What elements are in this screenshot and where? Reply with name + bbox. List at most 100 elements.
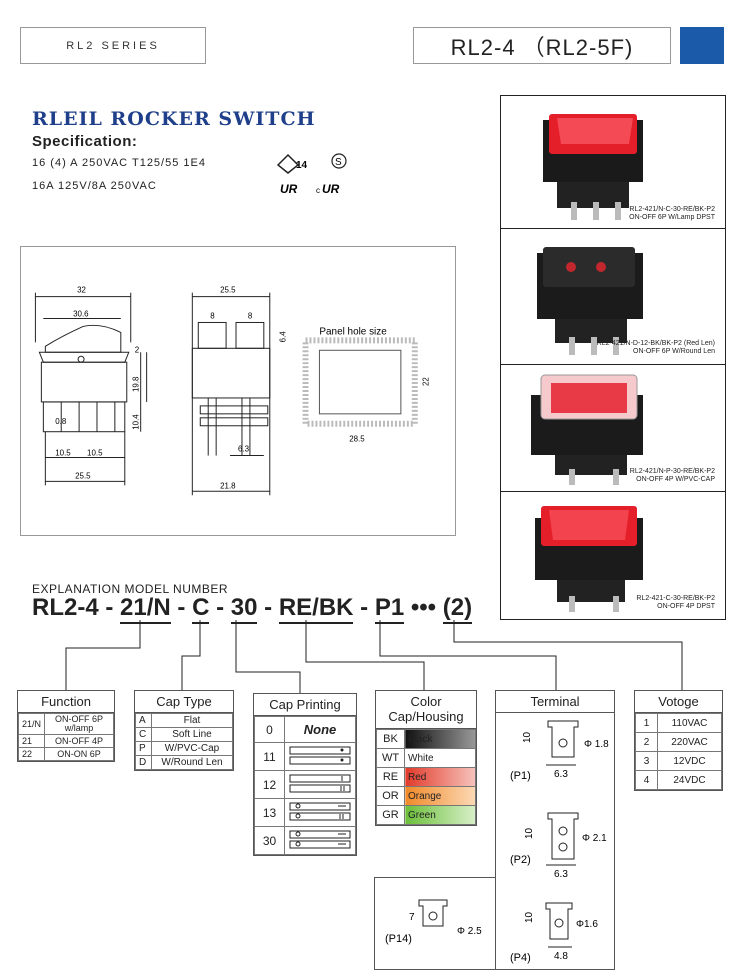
dim-10-5b: 10.5 — [87, 449, 103, 458]
dim-32: 32 — [77, 286, 86, 295]
dim-0-8: 0.8 — [55, 417, 67, 426]
svg-text:c: c — [316, 186, 320, 195]
terminal-p14-height: 7 — [409, 912, 415, 923]
terminal-p4-label: (P4) — [510, 952, 531, 964]
model-number-breakdown: RL2-4 - 21/N - C - 30 - RE/BK - P1 ••• (… — [32, 594, 473, 624]
terminal-p1-height: 10 — [522, 731, 533, 743]
photo-caption-4: RL2-421-C-30-RE/BK-P2 ON-OFF 4P DPST — [636, 595, 715, 610]
explanation-label: EXPLANATION MODEL NUMBER — [32, 582, 229, 596]
cap-type-table-title: Cap Type — [135, 691, 233, 713]
terminal-p14-drawing: 7 Φ 2.5 (P14) — [385, 899, 482, 945]
rocker-switch-red-lamp-image — [543, 114, 643, 220]
model-part-voltage: (2) — [442, 594, 473, 624]
table-row: 12 — [254, 770, 356, 799]
svg-text:UR: UR — [280, 182, 298, 196]
cap-print-symbol-icon — [289, 746, 351, 765]
model-part-terminal: P1 — [374, 594, 405, 624]
dim-6-4: 6.4 — [279, 331, 288, 343]
terminal-table: Terminal 10 Φ 1.8 (P1) 6.3 10 Φ 2.1 (P2)… — [495, 690, 615, 970]
dim-25-5a: 25.5 — [75, 471, 91, 480]
model-part-function: 21/N — [120, 594, 171, 624]
photo-caption-2: RL2-421/N-D-12-BK/BK-P2 (Red Len) ON-OFF… — [596, 340, 715, 355]
table-row: 13 — [254, 798, 356, 827]
dim-21-8: 21.8 — [220, 481, 236, 490]
dim-6-3: 6.3 — [238, 445, 250, 454]
dim-8b: 8 — [248, 312, 253, 321]
color-table-title: Color Cap/Housing — [376, 691, 476, 729]
photo-card-3: RL2-421/N-P-30-RE/BK-P2 ON-OFF 4P W/PVC-… — [501, 365, 725, 492]
terminal-p2-height: 10 — [524, 827, 535, 839]
photo-card-2: RL2-421/N-D-12-BK/BK-P2 (Red Len) ON-OFF… — [501, 229, 725, 365]
rocker-switch-red-dpst-image — [535, 506, 643, 612]
dim-10-4: 10.4 — [132, 414, 141, 430]
spec-heading: Specification: — [32, 133, 138, 150]
dim-8a: 8 — [210, 312, 215, 321]
model-part-cap-type: C — [192, 594, 210, 624]
series-label: RL2 SERIES — [66, 39, 160, 52]
photo-caption-3: RL2-421/N-P-30-RE/BK-P2 ON-OFF 4P W/PVC-… — [629, 468, 715, 483]
svg-text:UR: UR — [322, 182, 340, 196]
terminal-p14-label: (P14) — [385, 933, 412, 945]
dimension-drawing-svg: 32 30.6 2 19.8 10.4 0.8 10.5 10.5 25.5 2… — [34, 286, 431, 496]
dim-10-5a: 10.5 — [55, 449, 71, 458]
product-title: RLEIL ROCKER SWITCH — [32, 108, 316, 130]
series-label-box: RL2 SERIES — [20, 27, 206, 64]
terminal-p1-label: (P1) — [510, 770, 531, 782]
terminal-p2-label: (P2) — [510, 854, 531, 866]
dim-2: 2 — [135, 345, 140, 354]
photo-card-1: RL2-421/N-C-30-RE/BK-P2 ON-OFF 6P W/Lamp… — [501, 96, 725, 229]
terminal-p2-width: 6.3 — [554, 869, 568, 880]
spec-line-1: 16 (4) A 250VAC T125/55 1E4 — [32, 157, 206, 169]
model-part-base: RL2-4 — [32, 594, 99, 621]
rocker-switch-black-round-lens-image — [537, 247, 643, 355]
dim-30-6: 30.6 — [73, 310, 89, 319]
cert-mark-14: 14 — [296, 160, 308, 171]
panel-hole-label: Panel hole size — [319, 326, 387, 337]
terminal-p4-diameter: Φ1.6 — [576, 919, 598, 930]
cap-printing-table-title: Cap Printing — [254, 694, 356, 716]
model-title: RL2-4 （RL2-5F) — [450, 34, 634, 60]
cap-print-symbol-icon — [289, 830, 351, 849]
photo-card-4: RL2-421-C-30-RE/BK-P2 ON-OFF 4P DPST — [501, 492, 725, 619]
table-row: 30 — [254, 826, 356, 855]
function-table-title: Function — [18, 691, 114, 713]
model-part-cap-printing: 30 — [230, 594, 258, 624]
cert-mark-s: S — [335, 157, 342, 168]
terminal-p4-height: 10 — [524, 911, 535, 923]
terminal-p1-diameter: Φ 1.8 — [584, 739, 609, 750]
dimension-drawing: 32 30.6 2 19.8 10.4 0.8 10.5 10.5 25.5 2… — [20, 246, 456, 536]
certification-marks: 14 S UR c UR — [276, 153, 356, 199]
dim-22: 22 — [422, 377, 431, 386]
table-row: 11 — [254, 742, 356, 771]
model-title-box: RL2-4 （RL2-5F) — [413, 27, 671, 64]
terminal-table-title: Terminal — [496, 691, 614, 713]
voltage-table-title: Votoge — [635, 691, 722, 713]
terminal-p14-diameter: Φ 2.5 — [457, 926, 482, 937]
model-part-color: RE/BK — [278, 594, 354, 624]
photo-caption-1: RL2-421/N-C-30-RE/BK-P2 ON-OFF 6P W/Lamp… — [629, 206, 715, 221]
brand-color-block — [680, 27, 724, 64]
terminal-drawings: 10 Φ 1.8 (P1) 6.3 10 Φ 2.1 (P2) 6.3 10 Φ… — [510, 720, 609, 964]
connector-lines — [65, 620, 683, 695]
cert-logos-icon: 14 S UR c UR — [276, 153, 347, 196]
dim-19-8: 19.8 — [132, 376, 141, 392]
